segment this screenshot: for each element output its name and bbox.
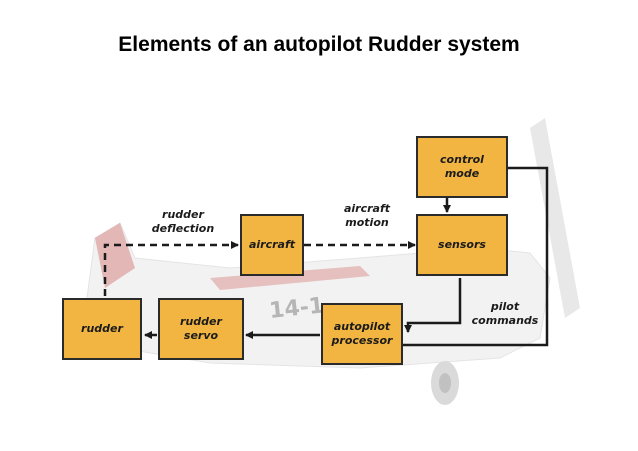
rudder-system-diagram: 14-1 control mode aircraft sensors rudde… (60, 118, 580, 438)
aircraft-block: aircraft (240, 214, 304, 276)
pilot-commands-label: pilot commands (471, 300, 539, 327)
rudder-servo-block: rudder servo (158, 298, 244, 360)
aircraft-motion-label: aircraft motion (343, 202, 391, 229)
sensors-block: sensors (416, 214, 508, 276)
autopilot-processor-block: autopilot processor (321, 303, 403, 365)
airplane-wheel-inner (439, 373, 451, 393)
slide-title: Elements of an autopilot Rudder system (118, 33, 520, 56)
rudder-deflection-connector (103, 241, 239, 296)
airplane-stripe-red (210, 266, 370, 290)
control-mode-block: control mode (416, 136, 508, 198)
rudder-block: rudder (62, 298, 142, 360)
rudder-deflection-label: rudder deflection (151, 208, 215, 235)
plane-marking-text: 14-1 (268, 293, 325, 324)
sensors-to-processor-connector (404, 278, 462, 333)
pilot-commands-connector (395, 166, 549, 349)
